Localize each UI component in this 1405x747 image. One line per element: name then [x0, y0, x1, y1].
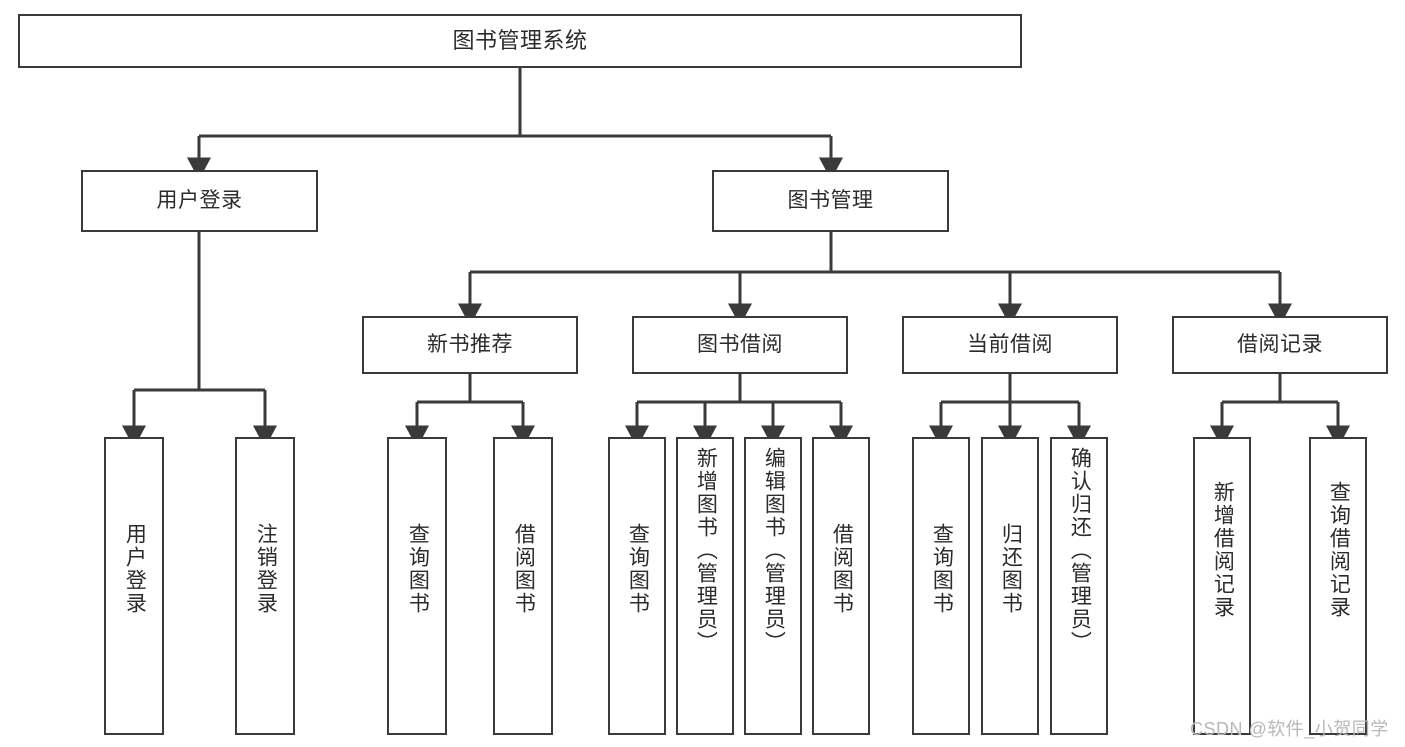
leaf-query-book-borrow[interactable]: 查询图书 — [608, 437, 666, 735]
node-label: 查询借阅记录 — [1327, 481, 1351, 619]
node-label: 借阅图书 — [512, 523, 536, 615]
node-label: 查询图书 — [626, 523, 650, 615]
leaf-confirm-return[interactable]: 确认归还（管理员） — [1050, 437, 1108, 735]
leaf-borrow-book[interactable]: 借阅图书 — [812, 437, 870, 735]
csdn-watermark: CSDN @软件_小贺同学 — [1190, 719, 1389, 739]
node-label: 借阅图书 — [830, 523, 854, 615]
node-borrow-record[interactable]: 借阅记录 — [1172, 316, 1388, 374]
node-label: 新增借阅记录 — [1211, 481, 1235, 619]
leaf-edit-book[interactable]: 编辑图书（管理员） — [744, 437, 802, 735]
node-label: 用户登录 — [123, 523, 147, 615]
node-book-manage[interactable]: 图书管理 — [712, 170, 949, 232]
node-label: 借阅记录 — [1237, 333, 1323, 357]
node-label: 新增图书（管理员） — [694, 447, 718, 654]
node-label: 查询图书 — [930, 523, 954, 615]
leaf-borrow-book-recommend[interactable]: 借阅图书 — [493, 437, 553, 735]
node-label: 新书推荐 — [427, 333, 513, 357]
node-root-system[interactable]: 图书管理系统 — [18, 14, 1022, 68]
node-label: 图书管理系统 — [452, 27, 588, 53]
node-label: 确认归还（管理员） — [1068, 447, 1092, 654]
node-label: 注销登录 — [254, 523, 278, 615]
node-label: 查询图书 — [406, 523, 430, 615]
leaf-query-book-recommend[interactable]: 查询图书 — [387, 437, 447, 735]
node-label: 图书借阅 — [697, 333, 783, 357]
leaf-query-borrow-record[interactable]: 查询借阅记录 — [1309, 437, 1367, 735]
leaf-return-book[interactable]: 归还图书 — [981, 437, 1039, 735]
node-label: 归还图书 — [999, 523, 1023, 615]
leaf-logout-login[interactable]: 注销登录 — [235, 437, 295, 735]
node-user-login[interactable]: 用户登录 — [81, 170, 318, 232]
leaf-query-book-current[interactable]: 查询图书 — [912, 437, 970, 735]
leaf-add-borrow-record[interactable]: 新增借阅记录 — [1193, 437, 1251, 735]
node-label: 用户登录 — [156, 189, 243, 213]
node-new-book-recommend[interactable]: 新书推荐 — [362, 316, 578, 374]
node-current-borrow[interactable]: 当前借阅 — [902, 316, 1118, 374]
node-label: 图书管理 — [787, 189, 874, 213]
node-label: 当前借阅 — [967, 333, 1053, 357]
node-label: 编辑图书（管理员） — [762, 447, 786, 654]
node-book-borrow[interactable]: 图书借阅 — [632, 316, 848, 374]
leaf-add-book[interactable]: 新增图书（管理员） — [676, 437, 734, 735]
leaf-user-login[interactable]: 用户登录 — [104, 437, 164, 735]
